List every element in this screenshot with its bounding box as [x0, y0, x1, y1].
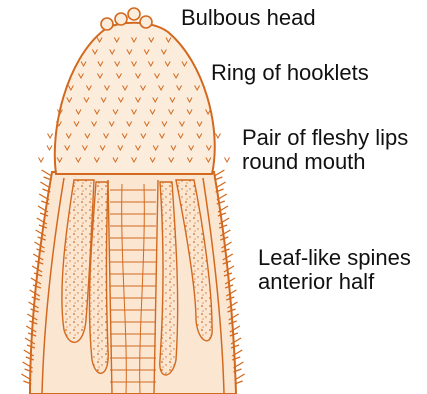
label-ring-of-hooklets-text: Ring of hooklets	[211, 61, 369, 85]
hooklet-mark	[39, 158, 44, 163]
label-fleshy-lips: Pair of fleshy lips round mouth	[242, 126, 408, 174]
bulbous-head	[39, 23, 230, 174]
lip-left	[101, 18, 113, 30]
label-bulbous-head-text: Bulbous head	[181, 6, 316, 30]
head-outline	[55, 23, 215, 174]
hooklet-mark	[47, 146, 52, 151]
label-ring-of-hooklets: Ring of hooklets	[211, 61, 369, 85]
hooklet-mark	[48, 134, 53, 139]
label-fleshy-lips-line2: round mouth	[242, 150, 408, 174]
hooklet-mark	[224, 158, 229, 163]
label-leaf-spines-line1: Leaf-like spines	[258, 246, 411, 270]
lip-right	[140, 16, 152, 28]
lip-center-right	[128, 8, 140, 20]
label-leaf-spines: Leaf-like spines anterior half	[258, 246, 411, 294]
label-bulbous-head: Bulbous head	[181, 6, 316, 30]
hooklet-mark	[215, 134, 220, 139]
label-fleshy-lips-line1: Pair of fleshy lips	[242, 126, 408, 150]
lip-center-left	[115, 13, 127, 25]
label-leaf-spines-line2: anterior half	[258, 270, 411, 294]
